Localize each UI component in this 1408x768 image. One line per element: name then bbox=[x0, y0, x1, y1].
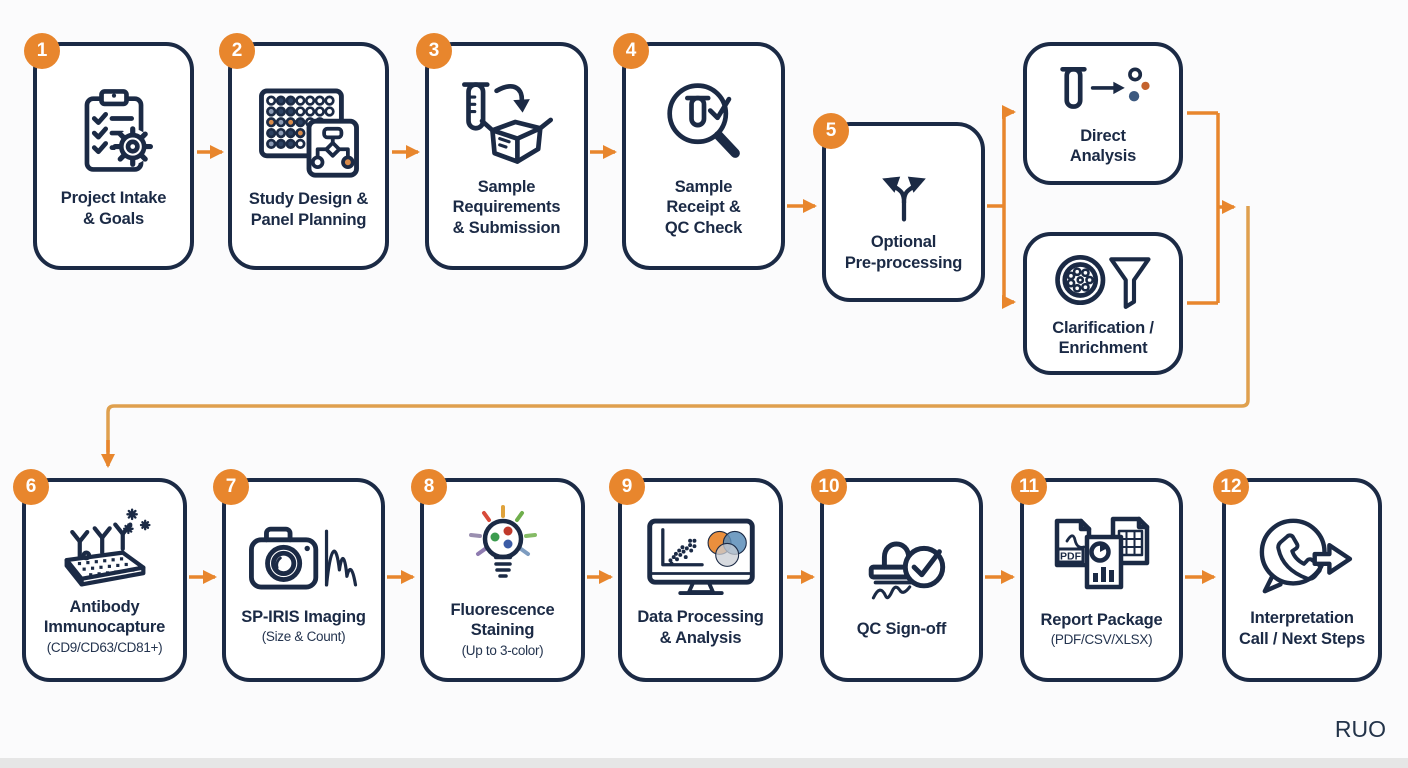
step-box-5: 5 Optional Pre-processing bbox=[813, 113, 985, 302]
step-label: QC Sign-off bbox=[856, 620, 947, 639]
step-label: Optional Pre-processing bbox=[844, 233, 963, 272]
microplate-flowchart-icon bbox=[255, 82, 363, 182]
stamp-check-icon bbox=[847, 520, 957, 612]
step-box-10: 10 QC Sign-off bbox=[811, 469, 983, 682]
fluorescence-bulb-icon bbox=[451, 501, 555, 593]
branch-label: Clarification / Enrichment bbox=[1052, 318, 1154, 357]
step-label: Sample Requirements & Submission bbox=[452, 178, 561, 237]
step-number-badge: 2 bbox=[219, 33, 255, 69]
step-label: Data Processing & Analysis bbox=[637, 608, 764, 647]
camera-histogram-icon bbox=[245, 514, 363, 600]
antibody-chip-icon bbox=[47, 504, 163, 590]
step-number-badge: 8 bbox=[411, 469, 447, 505]
step-number-badge: 1 bbox=[24, 33, 60, 69]
step-box-6: 6 bbox=[13, 469, 187, 682]
step-label: Antibody Immunocapture bbox=[43, 598, 166, 637]
tube-shipping-box-icon bbox=[455, 74, 559, 170]
step-sublabel: (CD9/CD63/CD81+) bbox=[46, 639, 163, 655]
step-label: Interpretation Call / Next Steps bbox=[1239, 609, 1365, 648]
step-box-4: 4 Sample Receipt & QC Check bbox=[613, 33, 785, 270]
step-number-badge: 6 bbox=[13, 469, 49, 505]
ruo-note: RUO bbox=[1334, 716, 1386, 742]
step-label: Project Intake & Goals bbox=[60, 189, 167, 228]
step-box-12: 12 Interpretation Call / Next Steps bbox=[1213, 469, 1382, 682]
branch-box-clarification-enrichment: Clarification / Enrichment bbox=[1023, 232, 1183, 375]
branch-label: Direct Analysis bbox=[1069, 126, 1137, 165]
branch-box-direct-analysis: Direct Analysis bbox=[1023, 42, 1183, 185]
step-number-badge: 12 bbox=[1213, 469, 1249, 505]
step-label: Fluorescence Staining bbox=[450, 601, 555, 640]
pdf-file-label: PDF bbox=[1060, 551, 1082, 563]
step-box-7: 7 SP-IRIS Imaging (Size & Count) bbox=[213, 469, 385, 682]
step-box-8: 8 bbox=[411, 469, 585, 682]
documents-report-icon: PDF bbox=[1045, 511, 1159, 603]
step-box-3: 3 Sample Requirements & Submission bbox=[416, 33, 588, 270]
clipboard-checklist-gear-icon bbox=[62, 83, 166, 181]
monitor-analysis-icon bbox=[641, 512, 761, 600]
step-number-badge: 7 bbox=[213, 469, 249, 505]
step-box-1: 1 bbox=[24, 33, 194, 270]
step-box-2: 2 bbox=[219, 33, 389, 270]
step-number-badge: 9 bbox=[609, 469, 645, 505]
step-sublabel: (Size & Count) bbox=[261, 629, 346, 645]
step-box-9: 9 bbox=[609, 469, 783, 682]
bottom-strip bbox=[0, 758, 1408, 768]
magnifier-tube-check-icon bbox=[652, 74, 756, 170]
step-number-badge: 11 bbox=[1011, 469, 1047, 505]
tube-to-particles-icon bbox=[1051, 61, 1155, 119]
step-sublabel: (Up to 3-color) bbox=[461, 642, 544, 658]
phone-call-forward-icon bbox=[1244, 511, 1360, 601]
step-number-badge: 4 bbox=[613, 33, 649, 69]
step-number-badge: 5 bbox=[813, 113, 849, 149]
step-label: Study Design & Panel Planning bbox=[248, 190, 369, 229]
branch-arrows-icon bbox=[854, 151, 954, 225]
dish-funnel-icon bbox=[1051, 249, 1155, 311]
step-box-11: 11 bbox=[1011, 469, 1183, 682]
step-label: SP-IRIS Imaging bbox=[241, 608, 366, 627]
step-label: Sample Receipt & QC Check bbox=[664, 178, 743, 237]
step-sublabel: (PDF/CSV/XLSX) bbox=[1050, 632, 1153, 648]
step-number-badge: 3 bbox=[416, 33, 452, 69]
step-label: Report Package bbox=[1040, 611, 1163, 630]
step-number-badge: 10 bbox=[811, 469, 847, 505]
